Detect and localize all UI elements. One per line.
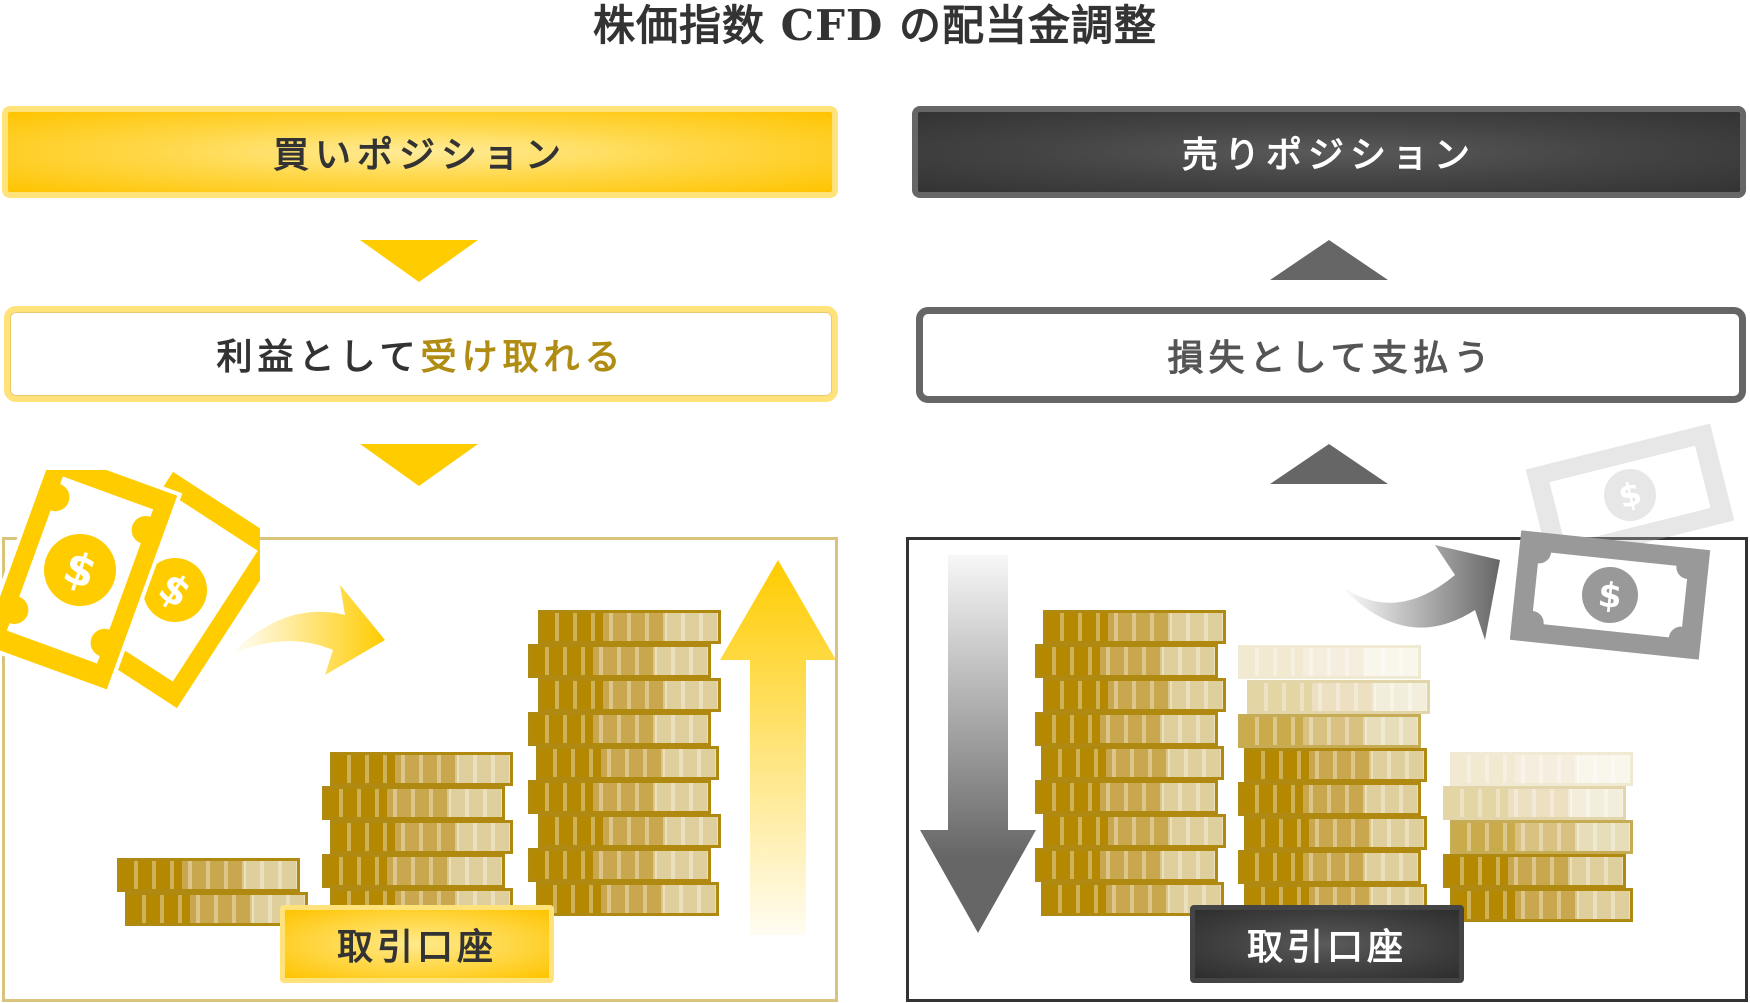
buy-result-box: 利益として受け取れる [4, 306, 838, 402]
dollar-bills-icon: $ $ [0, 470, 260, 714]
buy-account-label: 取引口座 [280, 905, 554, 983]
arrow-up-icon [1270, 240, 1388, 280]
arrow-down-icon [360, 240, 478, 282]
arrow-up-icon [720, 560, 836, 935]
arrow-down-icon [360, 444, 478, 486]
buy-account-label-text: 取引口座 [336, 926, 497, 968]
buy-result-highlight: 受け取れる [420, 336, 626, 378]
arrow-down-icon [920, 555, 1036, 933]
svg-text:$: $ [1596, 575, 1624, 617]
page-title: 株価指数 CFD の配当金調整 [593, 1, 1157, 50]
buy-account-panel [2, 537, 838, 1002]
buy-position-label: 買いポジション [272, 134, 567, 176]
sell-position-header: 売りポジション [912, 106, 1746, 198]
sell-account-label: 取引口座 [1190, 905, 1464, 983]
curved-arrow-right-icon [1340, 545, 1500, 640]
sell-result-text: 損失として支払う [1167, 337, 1495, 379]
buy-result-prefix: 利益として [216, 336, 421, 378]
sell-result-box: 損失として支払う [916, 307, 1746, 403]
sell-position-label: 売りポジション [1181, 134, 1476, 176]
sell-account-label-text: 取引口座 [1246, 926, 1407, 968]
curved-arrow-right-icon [230, 585, 385, 675]
arrow-up-icon [1270, 444, 1388, 484]
buy-position-header: 買いポジション [2, 106, 838, 198]
dollar-bills-icon: $ $ [1510, 423, 1735, 660]
sell-account-panel [906, 537, 1748, 1002]
